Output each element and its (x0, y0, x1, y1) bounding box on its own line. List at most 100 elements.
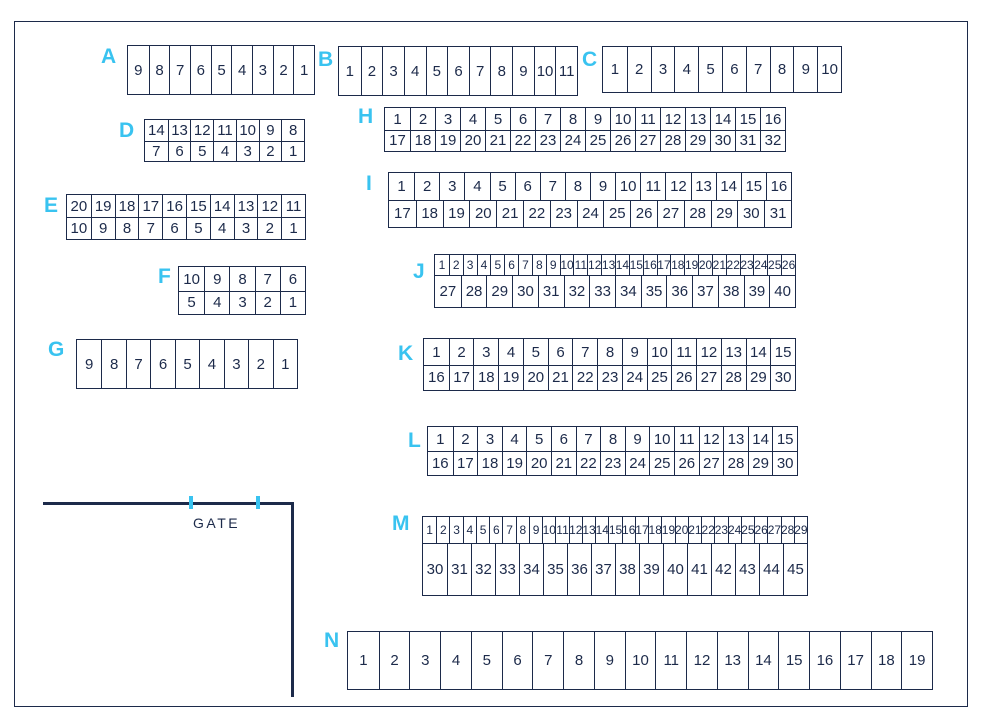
seat-j-22[interactable]: 22 (725, 255, 740, 275)
seat-h-1[interactable]: 1 (393, 110, 402, 128)
seat-j-27[interactable]: 27 (439, 282, 457, 300)
seat-h-5[interactable]: 5 (485, 108, 510, 130)
seat-h-11[interactable]: 11 (635, 108, 660, 130)
seat-h-8[interactable]: 8 (560, 108, 585, 130)
seat-m-34[interactable]: 34 (519, 543, 543, 595)
seat-k-6[interactable]: 6 (547, 339, 573, 365)
seat-l-10[interactable]: 10 (649, 427, 674, 451)
seat-i-16[interactable]: 16 (765, 173, 791, 200)
seat-l-5[interactable]: 5 (526, 427, 551, 451)
seat-n-2[interactable]: 2 (378, 632, 410, 689)
seat-i-26[interactable]: 26 (630, 200, 657, 227)
seat-h-10[interactable]: 10 (610, 108, 635, 130)
seat-j-10[interactable]: 10 (559, 255, 574, 275)
seat-k-8[interactable]: 8 (597, 339, 622, 365)
seat-j-33[interactable]: 33 (589, 275, 615, 307)
seat-m-15[interactable]: 15 (608, 517, 622, 543)
seat-n-19[interactable]: 19 (901, 632, 932, 689)
seat-l-16[interactable]: 16 (431, 454, 449, 472)
seat-a-4[interactable]: 4 (231, 46, 252, 94)
seat-n-13[interactable]: 13 (716, 632, 748, 689)
seat-b-8[interactable]: 8 (490, 47, 512, 95)
seat-k-24[interactable]: 24 (621, 365, 647, 390)
seat-k-20[interactable]: 20 (522, 365, 548, 390)
seat-e-3[interactable]: 3 (233, 217, 258, 239)
seat-n-3[interactable]: 3 (409, 632, 440, 689)
seat-k-23[interactable]: 23 (597, 365, 622, 390)
seat-h-9[interactable]: 9 (585, 108, 610, 130)
seat-l-20[interactable]: 20 (526, 451, 551, 475)
seat-k-19[interactable]: 19 (498, 365, 523, 390)
seat-h-21[interactable]: 21 (485, 130, 510, 151)
seat-f-5[interactable]: 5 (187, 294, 196, 311)
seat-m-35[interactable]: 35 (543, 543, 567, 595)
seat-m-8[interactable]: 8 (515, 517, 529, 543)
seat-n-5[interactable]: 5 (470, 632, 502, 689)
seat-j-40[interactable]: 40 (769, 275, 795, 307)
seat-k-11[interactable]: 11 (671, 339, 696, 365)
seat-g-4[interactable]: 4 (199, 340, 223, 388)
seat-m-11[interactable]: 11 (555, 517, 569, 543)
seat-h-12[interactable]: 12 (660, 108, 685, 130)
seat-e-8[interactable]: 8 (114, 217, 139, 239)
seat-m-7[interactable]: 7 (502, 517, 515, 543)
seat-h-13[interactable]: 13 (685, 108, 710, 130)
seat-m-29[interactable]: 29 (793, 517, 808, 543)
seat-h-29[interactable]: 29 (685, 130, 710, 151)
seat-d-8[interactable]: 8 (281, 120, 304, 141)
seat-l-4[interactable]: 4 (501, 427, 527, 451)
seat-d-4[interactable]: 4 (213, 141, 236, 161)
seat-e-14[interactable]: 14 (209, 195, 234, 217)
seat-m-32[interactable]: 32 (471, 543, 495, 595)
seat-l-19[interactable]: 19 (501, 451, 527, 475)
seat-m-43[interactable]: 43 (735, 543, 759, 595)
seat-c-4[interactable]: 4 (674, 47, 698, 92)
seat-l-1[interactable]: 1 (436, 430, 445, 448)
seat-l-11[interactable]: 11 (674, 427, 699, 451)
seat-i-23[interactable]: 23 (549, 200, 577, 227)
seat-a-5[interactable]: 5 (210, 46, 232, 94)
seat-h-31[interactable]: 31 (735, 130, 760, 151)
seat-n-11[interactable]: 11 (655, 632, 686, 689)
seat-m-26[interactable]: 26 (754, 517, 768, 543)
seat-n-4[interactable]: 4 (440, 632, 471, 689)
seat-d-5[interactable]: 5 (190, 141, 213, 161)
seat-k-5[interactable]: 5 (522, 339, 548, 365)
seat-k-27[interactable]: 27 (696, 365, 721, 390)
seat-m-39[interactable]: 39 (639, 543, 663, 595)
seat-k-3[interactable]: 3 (473, 339, 498, 365)
seat-n-14[interactable]: 14 (747, 632, 779, 689)
seat-f-3[interactable]: 3 (229, 291, 254, 314)
seat-n-7[interactable]: 7 (532, 632, 563, 689)
seat-k-22[interactable]: 22 (572, 365, 597, 390)
seat-g-9[interactable]: 9 (85, 355, 94, 373)
seat-m-3[interactable]: 3 (449, 517, 462, 543)
seat-l-13[interactable]: 13 (723, 427, 748, 451)
seat-a-1[interactable]: 1 (293, 46, 314, 94)
seat-j-34[interactable]: 34 (615, 275, 641, 307)
seat-h-28[interactable]: 28 (660, 130, 685, 151)
seat-j-32[interactable]: 32 (563, 275, 590, 307)
seat-m-14[interactable]: 14 (595, 517, 609, 543)
seat-m-16[interactable]: 16 (621, 517, 635, 543)
seat-c-9[interactable]: 9 (793, 47, 817, 92)
seat-h-7[interactable]: 7 (535, 108, 560, 130)
seat-m-9[interactable]: 9 (528, 517, 542, 543)
seat-k-12[interactable]: 12 (696, 339, 721, 365)
seat-a-3[interactable]: 3 (252, 46, 273, 94)
seat-b-1[interactable]: 1 (345, 62, 354, 80)
seat-j-17[interactable]: 17 (656, 255, 671, 275)
seat-i-18[interactable]: 18 (415, 200, 443, 227)
seat-d-13[interactable]: 13 (167, 120, 191, 141)
seat-m-2[interactable]: 2 (436, 517, 449, 543)
seat-i-4[interactable]: 4 (464, 173, 489, 200)
seat-i-14[interactable]: 14 (715, 173, 741, 200)
seat-m-45[interactable]: 45 (783, 543, 807, 595)
seat-h-22[interactable]: 22 (510, 130, 535, 151)
seat-j-28[interactable]: 28 (460, 275, 487, 307)
seat-k-21[interactable]: 21 (547, 365, 573, 390)
seat-e-16[interactable]: 16 (162, 195, 186, 217)
seat-b-6[interactable]: 6 (447, 47, 469, 95)
seat-b-7[interactable]: 7 (468, 47, 491, 95)
seat-l-8[interactable]: 8 (600, 427, 625, 451)
